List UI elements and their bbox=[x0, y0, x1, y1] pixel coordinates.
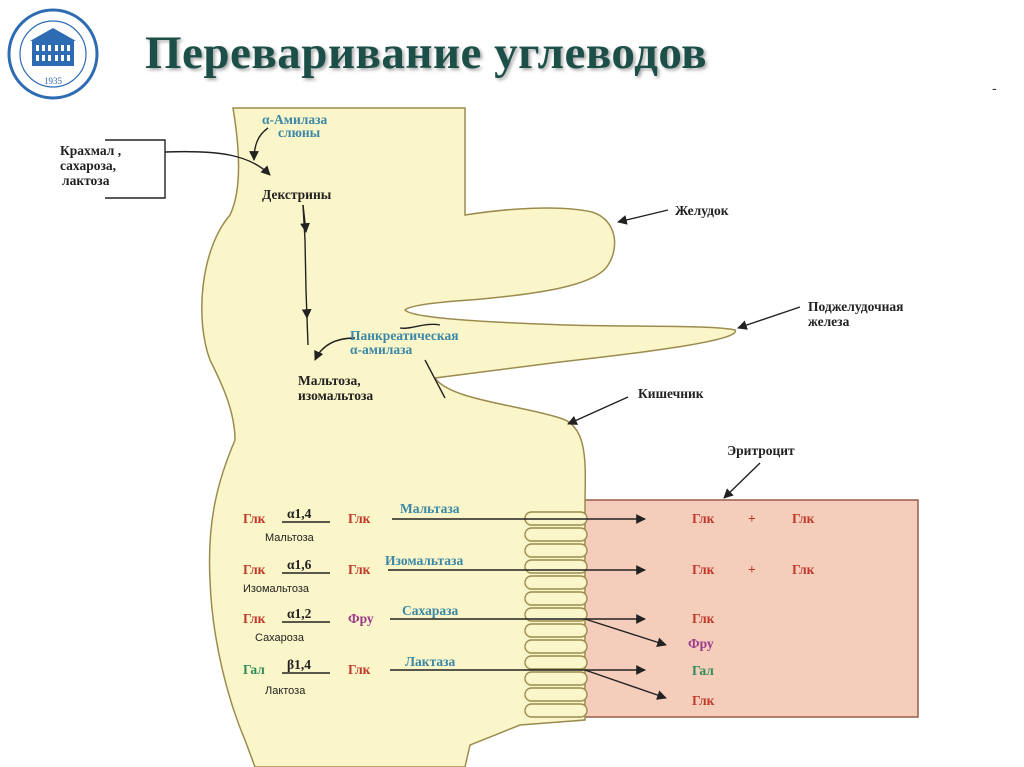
substrates-label-3: лактоза bbox=[62, 173, 110, 188]
maltose-right-sugar: Глк bbox=[348, 511, 371, 526]
pancreas-label-1: Поджелудочная bbox=[808, 299, 903, 314]
maltose-name: Мальтоза bbox=[265, 532, 315, 544]
substrates-label-1: Крахмал , bbox=[60, 143, 121, 158]
pancreatic-amylase-label-1: Панкреатическая bbox=[350, 328, 459, 343]
erythrocyte-arrow bbox=[723, 462, 761, 499]
isomaltose-left-sugar: Глк bbox=[243, 562, 266, 577]
sucrose-left-sugar: Глк bbox=[243, 611, 266, 626]
maltose-left-sugar: Глк bbox=[243, 511, 266, 526]
maltose-bond: α1,4 bbox=[287, 506, 312, 521]
isomaltose-product-1: Глк bbox=[692, 562, 715, 577]
lactase-label: Лактаза bbox=[405, 654, 456, 669]
isomaltose-bond: α1,6 bbox=[287, 557, 312, 572]
sucrose-bond: α1,2 bbox=[287, 606, 312, 621]
pancreatic-duct-line bbox=[424, 359, 446, 399]
dextrins-label: Декстрины bbox=[262, 187, 332, 202]
dextrins-line bbox=[306, 317, 309, 346]
maltose-label-1: Мальтоза, bbox=[298, 373, 361, 388]
stomach-label: Желудок bbox=[675, 203, 729, 218]
sucrose-product-fru: Фру bbox=[688, 636, 714, 651]
sucrase-transport-fru-arrow bbox=[584, 618, 667, 647]
lactase-transport-glc-arrow bbox=[584, 669, 667, 700]
sucrose-name: Сахароза bbox=[255, 632, 305, 644]
pancreatic-amylase-arrow bbox=[314, 337, 356, 361]
intestine-arrow bbox=[567, 396, 629, 425]
lactose-product-glc: Глк bbox=[692, 693, 715, 708]
pancreas-label-2: железа bbox=[808, 314, 850, 329]
maltose-product-2: Глк bbox=[792, 511, 815, 526]
digestive-tract bbox=[201, 107, 736, 767]
isomaltose-product-plus: + bbox=[748, 562, 756, 577]
intestinal-villi bbox=[524, 511, 588, 718]
lactose-left-sugar: Гал bbox=[243, 662, 265, 677]
isomaltase-label: Изомальтаза bbox=[385, 553, 463, 568]
intestine-label: Кишечник bbox=[638, 386, 704, 401]
substrates-bracket bbox=[105, 139, 166, 199]
page-title: Переваривание углеводов bbox=[145, 27, 708, 79]
dextrins-down-arrow-2 bbox=[300, 204, 310, 233]
salivary-amylase-label-1: α-Амилаза bbox=[262, 112, 328, 127]
pancreas-arrow bbox=[737, 306, 801, 330]
isomaltose-name: Изомальтоза bbox=[243, 583, 310, 595]
isomaltose-right-sugar: Глк bbox=[348, 562, 371, 577]
lactose-name: Лактоза bbox=[265, 685, 306, 697]
maltose-label-2: изомальтоза bbox=[298, 388, 373, 403]
substrate-arrow bbox=[164, 150, 271, 176]
pancreatic-amylase-label-2: α-амилаза bbox=[350, 342, 413, 357]
maltose-product-1: Глк bbox=[692, 511, 715, 526]
logo-year: 1935 bbox=[44, 76, 63, 86]
lactose-product-gal: Гал bbox=[692, 663, 714, 678]
sucrose-right-sugar: Фру bbox=[348, 611, 374, 626]
pancreas-pointer bbox=[399, 323, 441, 330]
erythrocyte-label: Эритроцит bbox=[727, 443, 795, 458]
stomach-arrow bbox=[617, 209, 669, 225]
sucrase-label: Сахараза bbox=[402, 603, 459, 618]
corner-mark: - bbox=[992, 80, 997, 96]
dextrins-down-arrow-1 bbox=[301, 204, 312, 319]
lactose-right-sugar: Глк bbox=[348, 662, 371, 677]
substrates-label-2: сахароза, bbox=[60, 158, 116, 173]
isomaltose-product-2: Глк bbox=[792, 562, 815, 577]
erythrocyte-box bbox=[579, 499, 919, 718]
lactose-bond: β1,4 bbox=[287, 657, 311, 672]
maltase-label: Мальтаза bbox=[400, 501, 460, 516]
salivary-amylase-label-2: слюны bbox=[278, 125, 321, 140]
sucrose-product-glc: Глк bbox=[692, 611, 715, 626]
maltose-product-plus: + bbox=[748, 511, 756, 526]
university-logo: 1935 bbox=[7, 8, 99, 100]
salivary-amylase-arrow bbox=[249, 127, 269, 161]
